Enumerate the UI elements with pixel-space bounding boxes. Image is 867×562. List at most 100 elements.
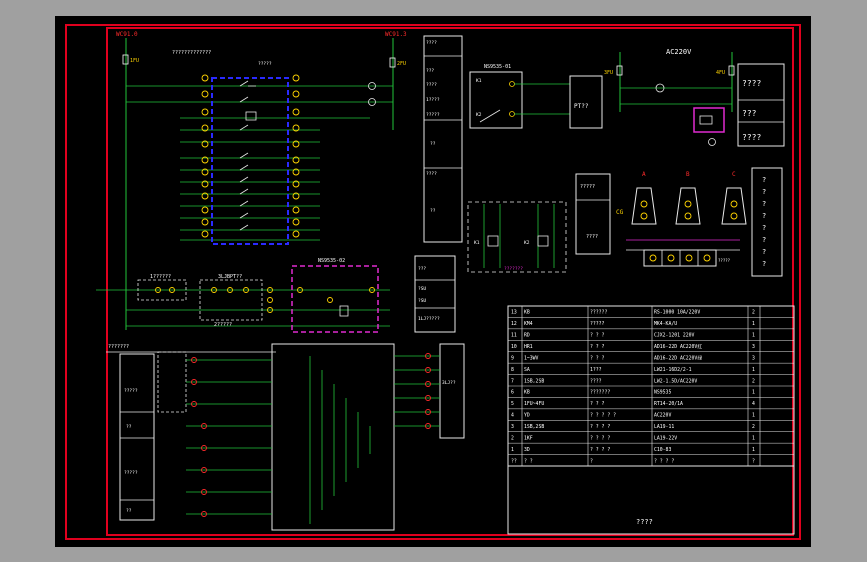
cg-legend-4: ? (762, 224, 766, 232)
ns1-title: NS9535-01 (484, 64, 511, 70)
mid-row-0: ??? (426, 68, 434, 74)
ac-right-1: ???? (742, 79, 761, 88)
table-cell: NS9535 (654, 390, 671, 396)
table-cell: 1 (752, 333, 755, 339)
table-cell: ????? (590, 321, 605, 327)
table-cell: ? ? ? (590, 355, 605, 361)
mid-row-1: ???? (426, 82, 437, 88)
table-cell: 7 (511, 378, 514, 384)
table-cell: 5 (511, 401, 514, 407)
table-cell: 1FU~4FU (524, 401, 544, 407)
table-cell: 11 (511, 333, 517, 339)
table-cell: 4 (511, 413, 514, 419)
table-cell: KM4 (524, 321, 533, 327)
table-cell: 13 (511, 310, 517, 316)
cabinet-dashed: K1 K2 ??????? ????? ???? (467, 173, 611, 273)
table-cell: 1 (752, 367, 755, 373)
table-cell: KB (524, 310, 530, 316)
title-block: ???? (507, 465, 795, 535)
relay-header: ????????????? (172, 50, 211, 56)
lower-left-3: ?? (126, 508, 132, 514)
lower-right-label: 3LJ?? (442, 380, 456, 386)
table-cell: ? ? ? ? ? (590, 413, 616, 419)
ac-right-3: ???? (742, 133, 761, 142)
table-cell: C10-83 (654, 447, 671, 453)
ns1-pt-label: PT?? (574, 103, 589, 110)
table-cell: ? (752, 458, 755, 464)
title-block-text: ???? (636, 518, 653, 526)
table-cell: 1 (511, 447, 514, 453)
left-fuse-label: 1FU (130, 58, 139, 64)
table-cell: 1 (752, 321, 755, 327)
table-cell: 3D (524, 447, 530, 453)
table-cell: 8 (511, 367, 514, 373)
right-supply: WC91.3 2FU (385, 31, 407, 130)
table-cell: MK4-KA/U (654, 321, 677, 327)
table-cell: 1SB,2SB (524, 424, 544, 430)
mid-row-4: ?? (430, 141, 436, 147)
table-cell: 1KF (524, 435, 533, 441)
cabinet-bottom: ??????? (504, 266, 523, 272)
ac-fuse-right: 4FU (716, 70, 725, 76)
outer-frame (65, 24, 801, 540)
ac-panel: AC220V 3FU 4FU ???? ??? ???? (604, 48, 785, 147)
terminal-row: 3LJBPT?? 1?????? 2????? NS9535-02 (96, 258, 390, 333)
small-row-3: 1LJ????? (418, 316, 440, 322)
ac-right-2: ??? (742, 109, 757, 118)
table-cell: 2 (752, 424, 755, 430)
lower-left-1: ?? (126, 424, 132, 430)
cg-legend-1: ? (762, 188, 766, 196)
inner-frame (106, 27, 794, 536)
table-cell: ? ? ? ? (590, 424, 610, 430)
table-cell: LW21-16D2/2-1 (654, 367, 692, 373)
table-cell: LA19-22V (654, 435, 677, 441)
table-cell: 2 (511, 435, 514, 441)
cg-legend-5: ? (762, 236, 766, 244)
ns2-title: NS9535-02 (318, 258, 345, 264)
cg-meter: ????? (718, 258, 731, 263)
relay-dashed-box (211, 77, 289, 245)
right-fuse-label: 2FU (397, 61, 406, 67)
table-cell: RD (524, 333, 530, 339)
relay-ns9535-01: NS9535-01 K1 K2 PT?? (469, 64, 603, 129)
table-cell: ? ? ? (590, 333, 605, 339)
table-cell: 1 (752, 447, 755, 453)
right-bus-label: WC91.3 (385, 31, 407, 38)
mid-panel: ???? ??? ???? 1???? ????? ?? ???? ?? (423, 35, 463, 243)
cabinet-k2: K2 (524, 240, 530, 246)
drawing-sheet (55, 16, 811, 547)
ns1-k1: K1 (476, 78, 482, 84)
left-supply: WC91.0 1FU ????????????? ????? (116, 31, 272, 330)
ac-fuse-left: 3FU (604, 70, 613, 76)
lower-block: ??????? ????? ?? ????? ?? 3LJ?? (106, 343, 465, 531)
table-cell: LA19-11 (654, 424, 674, 430)
small-box: ??? ?SU ?SU 1LJ????? (414, 255, 456, 333)
table-cell: 3 (752, 344, 755, 350)
table-cell: 6 (511, 390, 514, 396)
table-cell: 2 (752, 310, 755, 316)
ns1-k2: K2 (476, 112, 482, 118)
table-cell: 1??? (590, 367, 602, 373)
table-cell: 10 (511, 344, 517, 350)
phase-c: C (732, 171, 736, 178)
table-cell: CJX2-1201 220V (654, 333, 695, 339)
small-row-1: ?SU (418, 286, 426, 292)
contacts-label: ????? (258, 61, 272, 67)
table-cell: ?????? (590, 310, 607, 316)
ac-label: AC220V (666, 48, 692, 56)
table-cell: AD16-22D AC220V绿 (654, 354, 702, 361)
table-cell: 12 (511, 321, 517, 327)
table-cell: AC220V (654, 413, 671, 419)
table-cell: RT14-20/1A (654, 401, 683, 407)
cg-legend-7: ? (762, 260, 766, 268)
table-cell: SA (524, 367, 530, 373)
table-cell: 9 (511, 355, 514, 361)
cg-legend-6: ? (762, 248, 766, 256)
table-cell: KB (524, 390, 530, 396)
table-cell: ? ? ? ? (590, 447, 610, 453)
small-row-0: ??? (418, 266, 426, 272)
terminal-bottom: 2????? (214, 322, 232, 328)
table-cell: RS-1000 10A/220V (654, 310, 700, 316)
mid-panel-top: ???? (426, 40, 437, 46)
